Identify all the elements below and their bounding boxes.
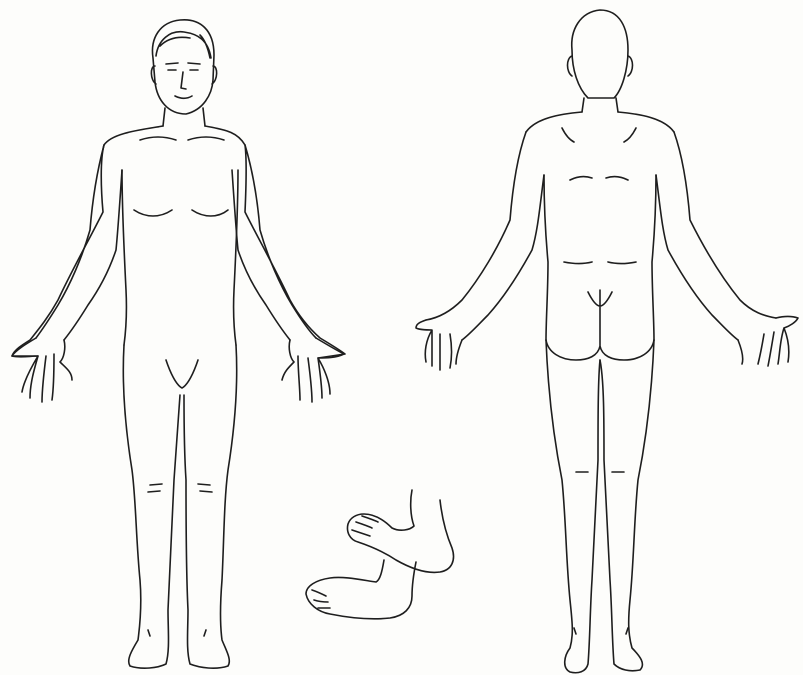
front-body-outline — [12, 126, 345, 358]
front-figure — [12, 20, 345, 668]
spine-dot — [599, 167, 602, 170]
back-waist — [564, 262, 636, 264]
front-neck — [163, 108, 205, 126]
back-right-leg — [600, 340, 654, 671]
front-nose — [181, 72, 186, 89]
foot-upper — [347, 490, 453, 572]
front-torso-sides — [122, 170, 238, 345]
spine-dot — [599, 140, 602, 143]
spine-dot — [599, 122, 602, 125]
front-left-leg — [123, 345, 180, 668]
foot-lower-toes — [312, 590, 330, 608]
front-pectorals — [134, 210, 228, 216]
front-mouth — [175, 96, 192, 98]
front-clavicles — [140, 137, 224, 140]
front-groin — [166, 360, 198, 388]
foot-upper-toes — [352, 516, 378, 536]
spine-dots — [599, 95, 603, 233]
spine-dot — [599, 149, 602, 152]
front-hair — [156, 32, 211, 58]
front-knees — [148, 484, 212, 492]
spine-dot — [599, 95, 602, 98]
back-right-hand — [738, 317, 798, 367]
spine-dot — [599, 131, 602, 134]
front-navel — [179, 298, 183, 302]
spine-dot — [600, 212, 603, 215]
spine-dot — [600, 176, 603, 179]
back-left-arm — [426, 132, 544, 340]
back-head — [572, 10, 628, 98]
spine-dot — [600, 194, 603, 197]
back-right-arm — [656, 132, 776, 340]
front-right-leg — [184, 345, 237, 668]
spine-dot — [600, 185, 603, 188]
back-left-leg — [546, 340, 600, 673]
front-left-arm — [36, 145, 122, 340]
front-left-hand — [12, 338, 72, 402]
foot-lower — [306, 560, 416, 619]
front-brow-right — [188, 63, 200, 64]
front-head — [152, 20, 214, 114]
spine-dot — [600, 221, 603, 224]
feet-figure — [306, 490, 454, 619]
back-ears — [568, 56, 633, 76]
spine-dot — [600, 230, 603, 233]
back-scapulae — [562, 128, 636, 180]
spine-dot — [600, 203, 603, 206]
front-right-arm — [232, 145, 316, 340]
spine-dot — [599, 158, 602, 161]
spine-dot — [599, 104, 602, 107]
front-brow-left — [166, 63, 178, 64]
back-shoulders — [526, 112, 674, 132]
back-left-hand — [416, 320, 462, 370]
spine-dot — [599, 113, 602, 116]
back-ankles — [574, 628, 628, 634]
back-figure — [416, 10, 798, 673]
front-ankles — [148, 630, 206, 636]
back-buttocks — [546, 290, 654, 360]
back-neck — [582, 98, 618, 112]
